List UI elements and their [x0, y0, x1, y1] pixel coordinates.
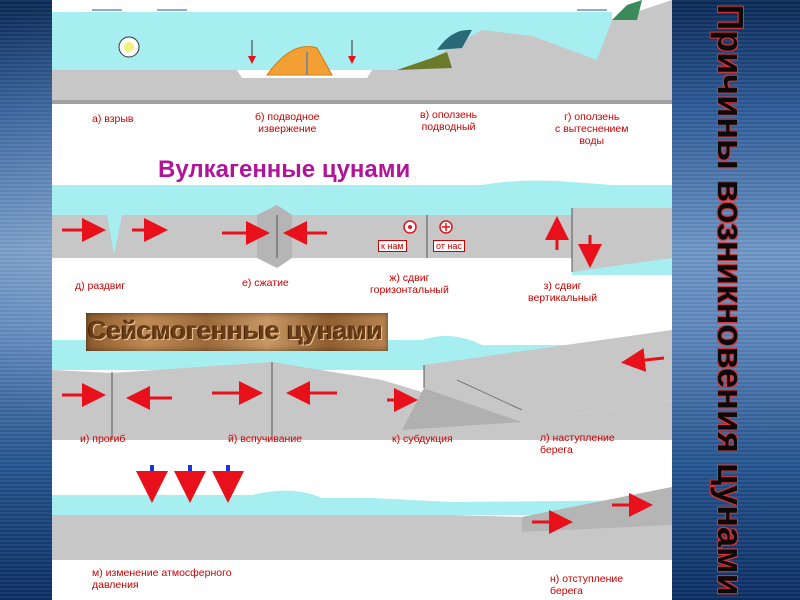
caption-l-shore-advance: л) наступление берега [540, 432, 615, 456]
seismic-tsunami-header: Сейсмогенные цунами [88, 315, 383, 345]
row-volcanic-diagram [52, 0, 672, 104]
caption-m-atmospheric-pressure: м) изменение атмосферного давления [92, 567, 232, 591]
caption-i-trough: и) прогиб [80, 433, 126, 445]
caption-g-landslide-displacement: г) оползень с вытеснением воды [555, 111, 629, 147]
label-away-from-us: от нас [433, 240, 465, 252]
caption-k-subduction: к) субдукция [392, 433, 453, 445]
caption-d-extension: д) раздвиг [75, 280, 126, 292]
caption-v-underwater-landslide: в) оползень подводный [420, 109, 478, 133]
side-title: Причины возникновения цунами [710, 4, 751, 596]
side-title-container: Причины возникновения цунами [705, 0, 755, 600]
volcanic-tsunami-header: Вулкагенные цунами [158, 156, 411, 183]
caption-e-compression: е) сжатие [242, 277, 289, 289]
row-atmospheric-diagram [52, 465, 672, 560]
caption-n-shore-retreat: н) отступление берега [550, 573, 624, 597]
caption-b-underwater-eruption: б) подводное извержение [255, 111, 320, 135]
caption-zh-horizontal-shift: ж) сдвиг горизонтальный [370, 272, 449, 296]
caption-y-uplift: й) вспучивание [228, 433, 303, 445]
row-seismic-diagram [52, 180, 672, 275]
tsunami-causes-diagram [52, 0, 672, 560]
caption-z-vertical-shift: з) сдвиг вертикальный [528, 280, 598, 304]
caption-a-explosion: а) взрыв [92, 113, 134, 125]
label-toward-us: к нам [378, 240, 407, 252]
seismic-tsunami-header-box: Сейсмогенные цунами [86, 313, 388, 351]
